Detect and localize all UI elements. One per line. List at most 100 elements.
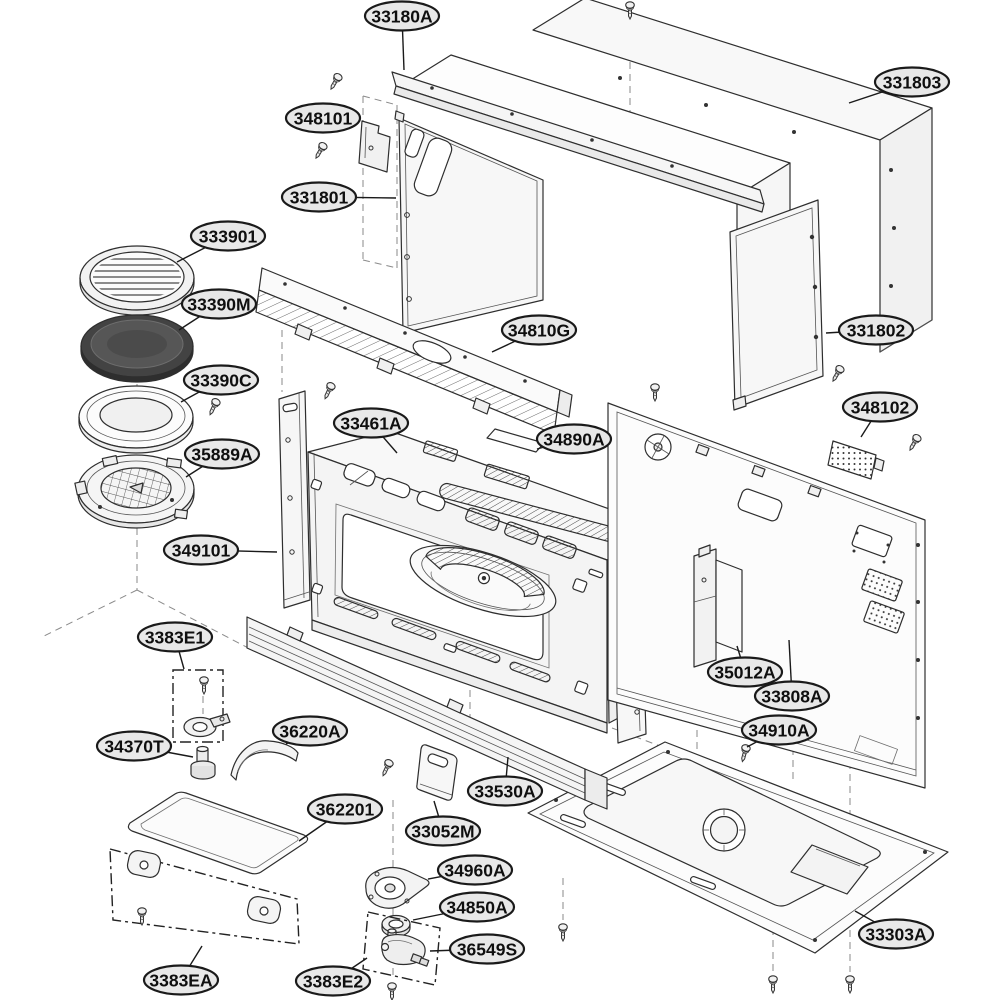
callout-ellipse [873,66,951,98]
callout-ellipse [294,965,372,997]
part-number: 33808A [761,687,823,707]
part-number: 36549S [457,940,517,960]
back-panel-33808A [607,402,926,789]
callout-35889A: 35889A [183,438,261,478]
callout-ellipse [162,534,240,566]
vent-cover-348102 [827,440,885,480]
screw-icon [320,380,337,402]
part-number: 33461A [340,414,402,434]
screw-icon [828,363,846,384]
turntable-coupler-34370T [190,745,216,780]
callout-ellipse [438,891,516,923]
callout-348101: 348101 [284,102,362,134]
waveguide-cover-33052M [416,744,458,801]
callout-33303A: 33303A [854,910,935,950]
callout-3383E2: 3383E2 [294,957,372,997]
callout-ellipse [753,680,831,712]
part-number: 3383E1 [145,628,206,648]
part-number: 3383E2 [303,972,364,992]
guide-line [362,95,398,106]
top-mount-bar-33180A [391,71,765,213]
washer-kit-3383EA [109,848,300,945]
callout-ellipse [95,730,173,762]
callout-ellipse [841,391,919,423]
part-number: 34850A [446,898,508,918]
oven-cavity-33461A [307,430,663,744]
callout-ellipse [182,364,260,396]
side-panel-331801 [394,110,544,334]
callout-33390C: 33390C [180,364,260,403]
glass-shelf-362201 [127,791,309,875]
callout-ellipse [284,102,362,134]
top-sheet-34890A [486,428,545,453]
part-number: 331802 [847,321,906,341]
callout-362201: 362201 [298,793,384,842]
callout-ellipse [142,964,220,996]
callout-35012A: 35012A [706,645,784,688]
callout-3383E1: 3383E1 [136,621,214,670]
callout-ellipse [280,181,358,213]
screw-icon [768,975,778,994]
callout-331803: 331803 [848,66,951,104]
screw-icon [558,923,568,942]
screw-icon [137,907,147,926]
side-panel-331802 [729,199,824,411]
part-number: 333901 [199,227,258,247]
part-number: 34890A [543,430,605,450]
part-number: 331801 [290,188,349,208]
callout-ellipse [271,715,349,747]
front-grille-33530A [246,616,608,810]
part-number: 34370T [104,737,164,757]
callout-ellipse [180,288,258,320]
turntable-grill-tray-333901 [79,245,195,316]
part-number: 33390C [190,371,252,391]
callout-34910A: 34910A [740,714,818,748]
wall-bracket-34810G [255,267,573,435]
front-rail-349101 [278,390,311,609]
part-number: 348102 [851,398,910,418]
callout-33052M: 33052M [404,800,482,847]
callout-33461A: 33461A [332,407,410,454]
callout-ellipse [837,314,915,346]
screw-icon [905,432,923,453]
part-number: 36220A [279,722,341,742]
part-number: 331803 [883,73,942,93]
part-number: 349101 [172,541,231,561]
callout-33808A: 33808A [753,639,831,712]
callout-ellipse [332,407,410,439]
callout-ellipse [535,423,613,455]
callout-3383EA: 3383EA [142,945,220,996]
exhaust-duct-35012A [693,544,743,668]
part-number: 33530A [474,782,536,802]
callout-333901: 333901 [176,220,267,263]
screw-icon [650,383,660,402]
part-number: 3383EA [149,971,213,991]
turntable-motor-36549S [380,928,430,967]
callout-ellipse [436,854,514,886]
mount-bracket-348101 [358,120,391,173]
guide-line [43,589,138,637]
callout-ellipse [706,656,784,688]
stirrer-kit-3383E1 [172,669,231,743]
part-number: 33303A [865,925,927,945]
callout-331801: 331801 [280,181,397,213]
callout-36220A: 36220A [271,715,349,747]
callout-33530A: 33530A [466,756,544,807]
part-number: 348101 [294,109,353,129]
part-number: 362201 [316,800,375,820]
callout-36549S: 36549S [429,933,526,965]
base-plate-33303A [527,741,949,954]
callout-ellipse [189,220,267,252]
screw-icon [378,757,395,779]
part-number: 34910A [748,721,810,741]
callout-34890A: 34890A [535,423,613,455]
part-number: 33390M [187,295,250,315]
callout-331802: 331802 [825,314,915,346]
callouts-layer: 33180A 331803 348101 331801 333901 33390M 3481… [95,0,951,997]
callout-33390M: 33390M [178,288,258,331]
lamp-cover-36220A [230,740,299,781]
screw-icon [326,71,344,92]
callout-ellipse [500,314,578,346]
callout-ellipse [466,775,544,807]
part-number: 33180A [371,7,433,27]
